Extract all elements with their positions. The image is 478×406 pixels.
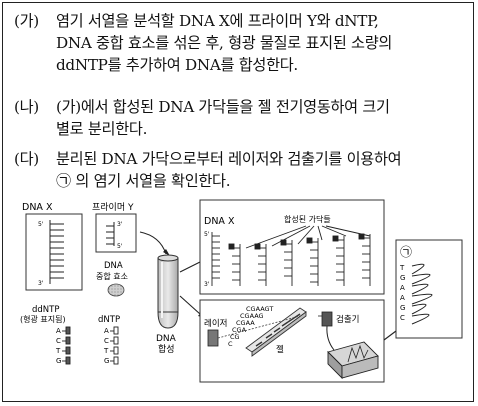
label-dna-x: DNA X [22, 202, 53, 213]
gel-frag-6: C [228, 340, 233, 348]
gel-fragment-labels: CGAAGT CGAAG CGAA CGA CG C [228, 305, 273, 348]
ddntp-g: G [56, 357, 61, 365]
primer-y-3prime: 3' [117, 221, 123, 228]
enzyme-blob [107, 283, 125, 297]
label-ddntp: ddNTP [32, 305, 59, 315]
step-ga: (가) 염기 서열을 분석할 DNA X에 프라이머 Y와 dNTP, DNA 중… [14, 10, 392, 76]
step-ga-line-1: 염기 서열을 분석할 DNA X에 프라이머 Y와 dNTP, [56, 12, 379, 30]
tube-label-1: DNA [156, 334, 177, 344]
gel-frag-1: CGAAGT [246, 305, 273, 313]
ddntp-a: A [56, 327, 61, 335]
laser-device [207, 315, 301, 347]
panel-3prime: 3' [204, 281, 210, 288]
dna-x-5prime: 5' [38, 221, 44, 228]
gel-slab [245, 307, 307, 357]
step-ga-mark: (가) [14, 12, 39, 30]
result-box [395, 239, 463, 339]
dntp-a: A [104, 327, 109, 335]
ddntp-c: C [56, 337, 61, 345]
label-dntp: dNTP [98, 315, 120, 325]
step-na-line-1: (가)에서 합성된 DNA 가닥들을 젤 전기영동하여 크기 [56, 98, 390, 116]
result-base-6: C [400, 314, 405, 322]
result-base-3: A [400, 284, 405, 292]
arrow-to-gel [179, 295, 201, 315]
gel-frag-5: CG [230, 333, 240, 341]
step-na: (나) (가)에서 합성된 DNA 가닥들을 젤 전기영동하여 크기 별로 분리한… [14, 96, 390, 140]
panel-template-strand [211, 232, 220, 286]
result-sequence: T G A A G C [399, 264, 405, 322]
synth-strand-1 [228, 243, 241, 286]
test-tube [157, 254, 179, 329]
step-da: (다) 분리된 DNA 가닥으로부터 레이저와 검출기를 이용하여 ㉠ 의 염기 … [14, 148, 402, 192]
dntp-t: T [103, 347, 109, 355]
synth-strands [228, 233, 371, 286]
primer-y-5prime: 5' [117, 243, 123, 250]
synth-strand-3 [280, 239, 293, 286]
chromatogram-peaks [411, 263, 433, 325]
result-mark: ㉠ [400, 245, 412, 259]
gel-frag-4: CGA [232, 326, 247, 334]
dna-x-3prime: 3' [38, 280, 44, 287]
synth-strand-5 [332, 235, 345, 286]
ddntp-t: T [55, 347, 61, 355]
step-na-line-2: 별로 분리한다. [56, 120, 148, 138]
panel-strands-label: 합성된 가닥들 [284, 214, 331, 224]
panel-5prime: 5' [204, 231, 210, 238]
step-ga-line-3: ddNTP를 추가하여 DNA를 합성한다. [56, 56, 298, 74]
result-base-1: T [399, 264, 405, 272]
synth-strand-6 [358, 233, 371, 286]
step-da-line-1: 분리된 DNA 가닥으로부터 레이저와 검출기를 이용하여 [56, 150, 402, 168]
step-na-mark: (나) [14, 98, 39, 116]
result-base-2: G [400, 274, 405, 282]
dntp-list: A C T G [103, 327, 109, 365]
gel-frag-2: CGAAG [240, 312, 264, 320]
primer-y-strand [106, 222, 115, 246]
dntp-c: C [104, 337, 109, 345]
gel-frag-3: CGAA [236, 319, 255, 327]
dntp-g: G [104, 357, 109, 365]
label-primer-y: 프라이머 Y [92, 202, 134, 213]
synth-strand-2 [254, 243, 267, 286]
label-enzyme-2: 중합 효소 [96, 272, 128, 281]
dna-x-box [25, 213, 83, 291]
tube-label-2: 합성 [158, 344, 175, 355]
label-ddntp-sub: (형광 표지됨) [20, 314, 66, 324]
step-da-line-2: ㉠ 의 염기 서열을 확인한다. [56, 172, 231, 190]
step-ga-line-2: DNA 중합 효소를 섞은 후, 형광 물질로 표지된 소량의 [56, 34, 393, 52]
step-da-mark: (다) [14, 150, 39, 168]
dna-x-strand [49, 220, 64, 284]
ddntp-list: A C T G [55, 327, 61, 365]
label-detector: 검출기 [336, 314, 359, 325]
primer-y-box [95, 213, 137, 253]
label-gel: 젤 [276, 344, 284, 355]
detector-cable [326, 325, 335, 351]
result-base-5: G [400, 304, 405, 312]
label-enzyme-1: DNA [104, 261, 123, 271]
arrow-to-tube [139, 231, 167, 255]
synth-strand-4 [306, 237, 319, 286]
result-base-4: A [400, 294, 405, 302]
printer-icon [327, 341, 379, 380]
label-laser: 레이저 [204, 318, 227, 329]
panel-dna-x: DNA X [204, 216, 235, 227]
arrow-to-synth [179, 261, 201, 273]
